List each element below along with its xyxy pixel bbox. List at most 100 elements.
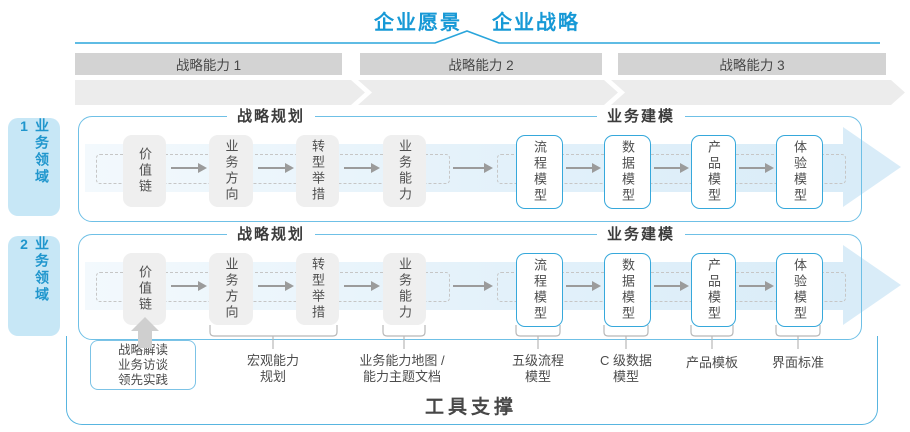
note-data-line-1: C 级数据 bbox=[599, 353, 652, 368]
arrow-icon bbox=[171, 281, 207, 291]
capability-bar-1-label: 战略能力 1 bbox=[175, 58, 242, 73]
arrow-icon bbox=[344, 281, 380, 291]
planning-header-1-label: 战略规划 bbox=[226, 107, 315, 127]
tool-support-label: 工具支撑 bbox=[424, 397, 517, 418]
box-product-model-label: 产品模型 bbox=[706, 258, 721, 322]
box-transformation-label: 转型举措 bbox=[310, 139, 325, 203]
domain-row-1: 战略规划 业务建模 价值链 业务方向 转型举措 业务能力 流程模型 数据模型 产… bbox=[78, 107, 862, 222]
box-product-model: 产品模型 bbox=[691, 253, 736, 327]
note-data-model: C 级数据 模型 bbox=[566, 353, 686, 385]
flow-arrowhead-2 bbox=[843, 245, 901, 325]
domain-label-1-text: 业务领域 1 bbox=[16, 118, 50, 186]
planning-dashed-group-2 bbox=[96, 272, 450, 302]
note-macro-line-2: 规划 bbox=[259, 369, 286, 384]
modeling-header-1: 业务建模 bbox=[541, 107, 741, 127]
practice-line-3: 领先实践 bbox=[117, 372, 168, 387]
note-macro-line-1: 宏观能力 bbox=[246, 353, 299, 368]
planning-header-2-label: 战略规划 bbox=[226, 225, 315, 245]
note-macro-capability: 宏观能力 规划 bbox=[213, 353, 333, 385]
box-experience-model: 体验模型 bbox=[776, 253, 823, 327]
note-process-line-1: 五级流程 bbox=[511, 353, 564, 368]
modeling-header-2-label: 业务建模 bbox=[596, 225, 685, 245]
box-experience-model-label: 体验模型 bbox=[792, 258, 807, 322]
box-business-direction: 业务方向 bbox=[209, 253, 253, 325]
strategy-title: 企业战略 bbox=[492, 12, 580, 34]
value-link-1: 价值环节 1 bbox=[75, 83, 342, 103]
note-map-line-2: 能力主题文档 bbox=[362, 369, 441, 384]
box-value-chain-label: 价值链 bbox=[137, 265, 152, 313]
box-data-model-label: 数据模型 bbox=[620, 140, 635, 204]
box-value-chain: 价值链 bbox=[123, 135, 166, 207]
domain-label-2: 业务领域 2 bbox=[8, 236, 60, 336]
capability-bar-1: 战略能力 1 bbox=[75, 53, 342, 75]
box-transformation-label: 转型举措 bbox=[310, 257, 325, 321]
arrow-icon bbox=[566, 281, 601, 291]
note-capability-map: 业务能力地图 / 能力主题文档 bbox=[332, 353, 472, 385]
box-business-capability: 业务能力 bbox=[383, 135, 426, 207]
flow-arrowhead-1 bbox=[843, 127, 901, 207]
note-product-template: 产品模板 bbox=[652, 355, 772, 371]
value-link-3: 价值环节 3 bbox=[618, 83, 886, 103]
box-experience-model: 体验模型 bbox=[776, 135, 823, 209]
arrow-icon bbox=[453, 163, 493, 173]
tool-support-title: 工具支撑 bbox=[66, 392, 876, 419]
domain-label-1: 业务领域 1 bbox=[8, 118, 60, 216]
domain-label-2-text: 业务领域 2 bbox=[16, 236, 50, 304]
note-ui-standard-label: 界面标准 bbox=[771, 355, 824, 370]
box-business-direction-label: 业务方向 bbox=[223, 257, 239, 321]
capability-bar-2-label: 战略能力 2 bbox=[448, 58, 514, 73]
value-link-1-label: 价值环节 1 bbox=[175, 87, 242, 102]
practice-note-box: 战略解读 业务访谈 领先实践 bbox=[90, 340, 196, 390]
arrow-icon bbox=[654, 163, 689, 173]
modeling-dashed-group-2 bbox=[497, 272, 846, 302]
box-experience-model-label: 体验模型 bbox=[792, 140, 807, 204]
box-business-direction-label: 业务方向 bbox=[223, 139, 239, 203]
box-value-chain-label: 价值链 bbox=[137, 147, 152, 195]
arrow-icon bbox=[654, 281, 689, 291]
box-business-capability-label: 业务能力 bbox=[397, 139, 412, 203]
box-product-model: 产品模型 bbox=[691, 135, 736, 209]
arrow-icon bbox=[566, 163, 601, 173]
box-process-model-label: 流程模型 bbox=[532, 258, 547, 322]
note-product-template-label: 产品模板 bbox=[685, 355, 738, 370]
note-data-line-2: 模型 bbox=[612, 369, 639, 384]
vision-title: 企业愿景 bbox=[374, 12, 462, 34]
practice-line-2: 业务访谈 bbox=[117, 357, 168, 372]
arrow-icon bbox=[344, 163, 380, 173]
box-data-model: 数据模型 bbox=[604, 253, 651, 327]
box-business-capability: 业务能力 bbox=[383, 253, 426, 325]
box-transformation: 转型举措 bbox=[296, 135, 339, 207]
note-map-line-1: 业务能力地图 / bbox=[359, 353, 445, 368]
note-process-line-2: 模型 bbox=[524, 369, 551, 384]
capability-bar-3-label: 战略能力 3 bbox=[719, 58, 785, 73]
arrow-icon bbox=[739, 163, 774, 173]
planning-header-1: 战略规划 bbox=[171, 107, 371, 127]
practice-line-1: 战略解读 bbox=[117, 342, 168, 357]
value-link-2: 价值环节 2 bbox=[360, 83, 602, 103]
box-product-model-label: 产品模型 bbox=[706, 140, 721, 204]
domain-row-2: 战略规划 业务建模 价值链 业务方向 转型举措 业务能力 流程模型 数据模型 产… bbox=[78, 225, 862, 340]
box-value-chain: 价值链 bbox=[123, 253, 166, 325]
arrow-icon bbox=[739, 281, 774, 291]
tool-support-container bbox=[66, 336, 878, 425]
planning-header-2: 战略规划 bbox=[171, 225, 371, 245]
arrow-icon bbox=[258, 281, 294, 291]
page-title: 企业愿景 企业战略 bbox=[240, 6, 714, 35]
box-business-capability-label: 业务能力 bbox=[397, 257, 412, 321]
arrow-icon bbox=[258, 163, 294, 173]
arrow-icon bbox=[171, 163, 207, 173]
box-data-model-label: 数据模型 bbox=[620, 258, 635, 322]
box-process-model-label: 流程模型 bbox=[532, 140, 547, 204]
value-link-2-label: 价值环节 2 bbox=[448, 87, 514, 102]
box-business-direction: 业务方向 bbox=[209, 135, 253, 207]
modeling-header-1-label: 业务建模 bbox=[596, 107, 685, 127]
value-link-3-label: 价值环节 3 bbox=[719, 87, 785, 102]
modeling-header-2: 业务建模 bbox=[541, 225, 741, 245]
box-process-model: 流程模型 bbox=[516, 135, 563, 209]
box-data-model: 数据模型 bbox=[604, 135, 651, 209]
box-transformation: 转型举措 bbox=[296, 253, 339, 325]
modeling-dashed-group-1 bbox=[497, 154, 846, 184]
capability-bar-3: 战略能力 3 bbox=[618, 53, 886, 75]
box-process-model: 流程模型 bbox=[516, 253, 563, 327]
